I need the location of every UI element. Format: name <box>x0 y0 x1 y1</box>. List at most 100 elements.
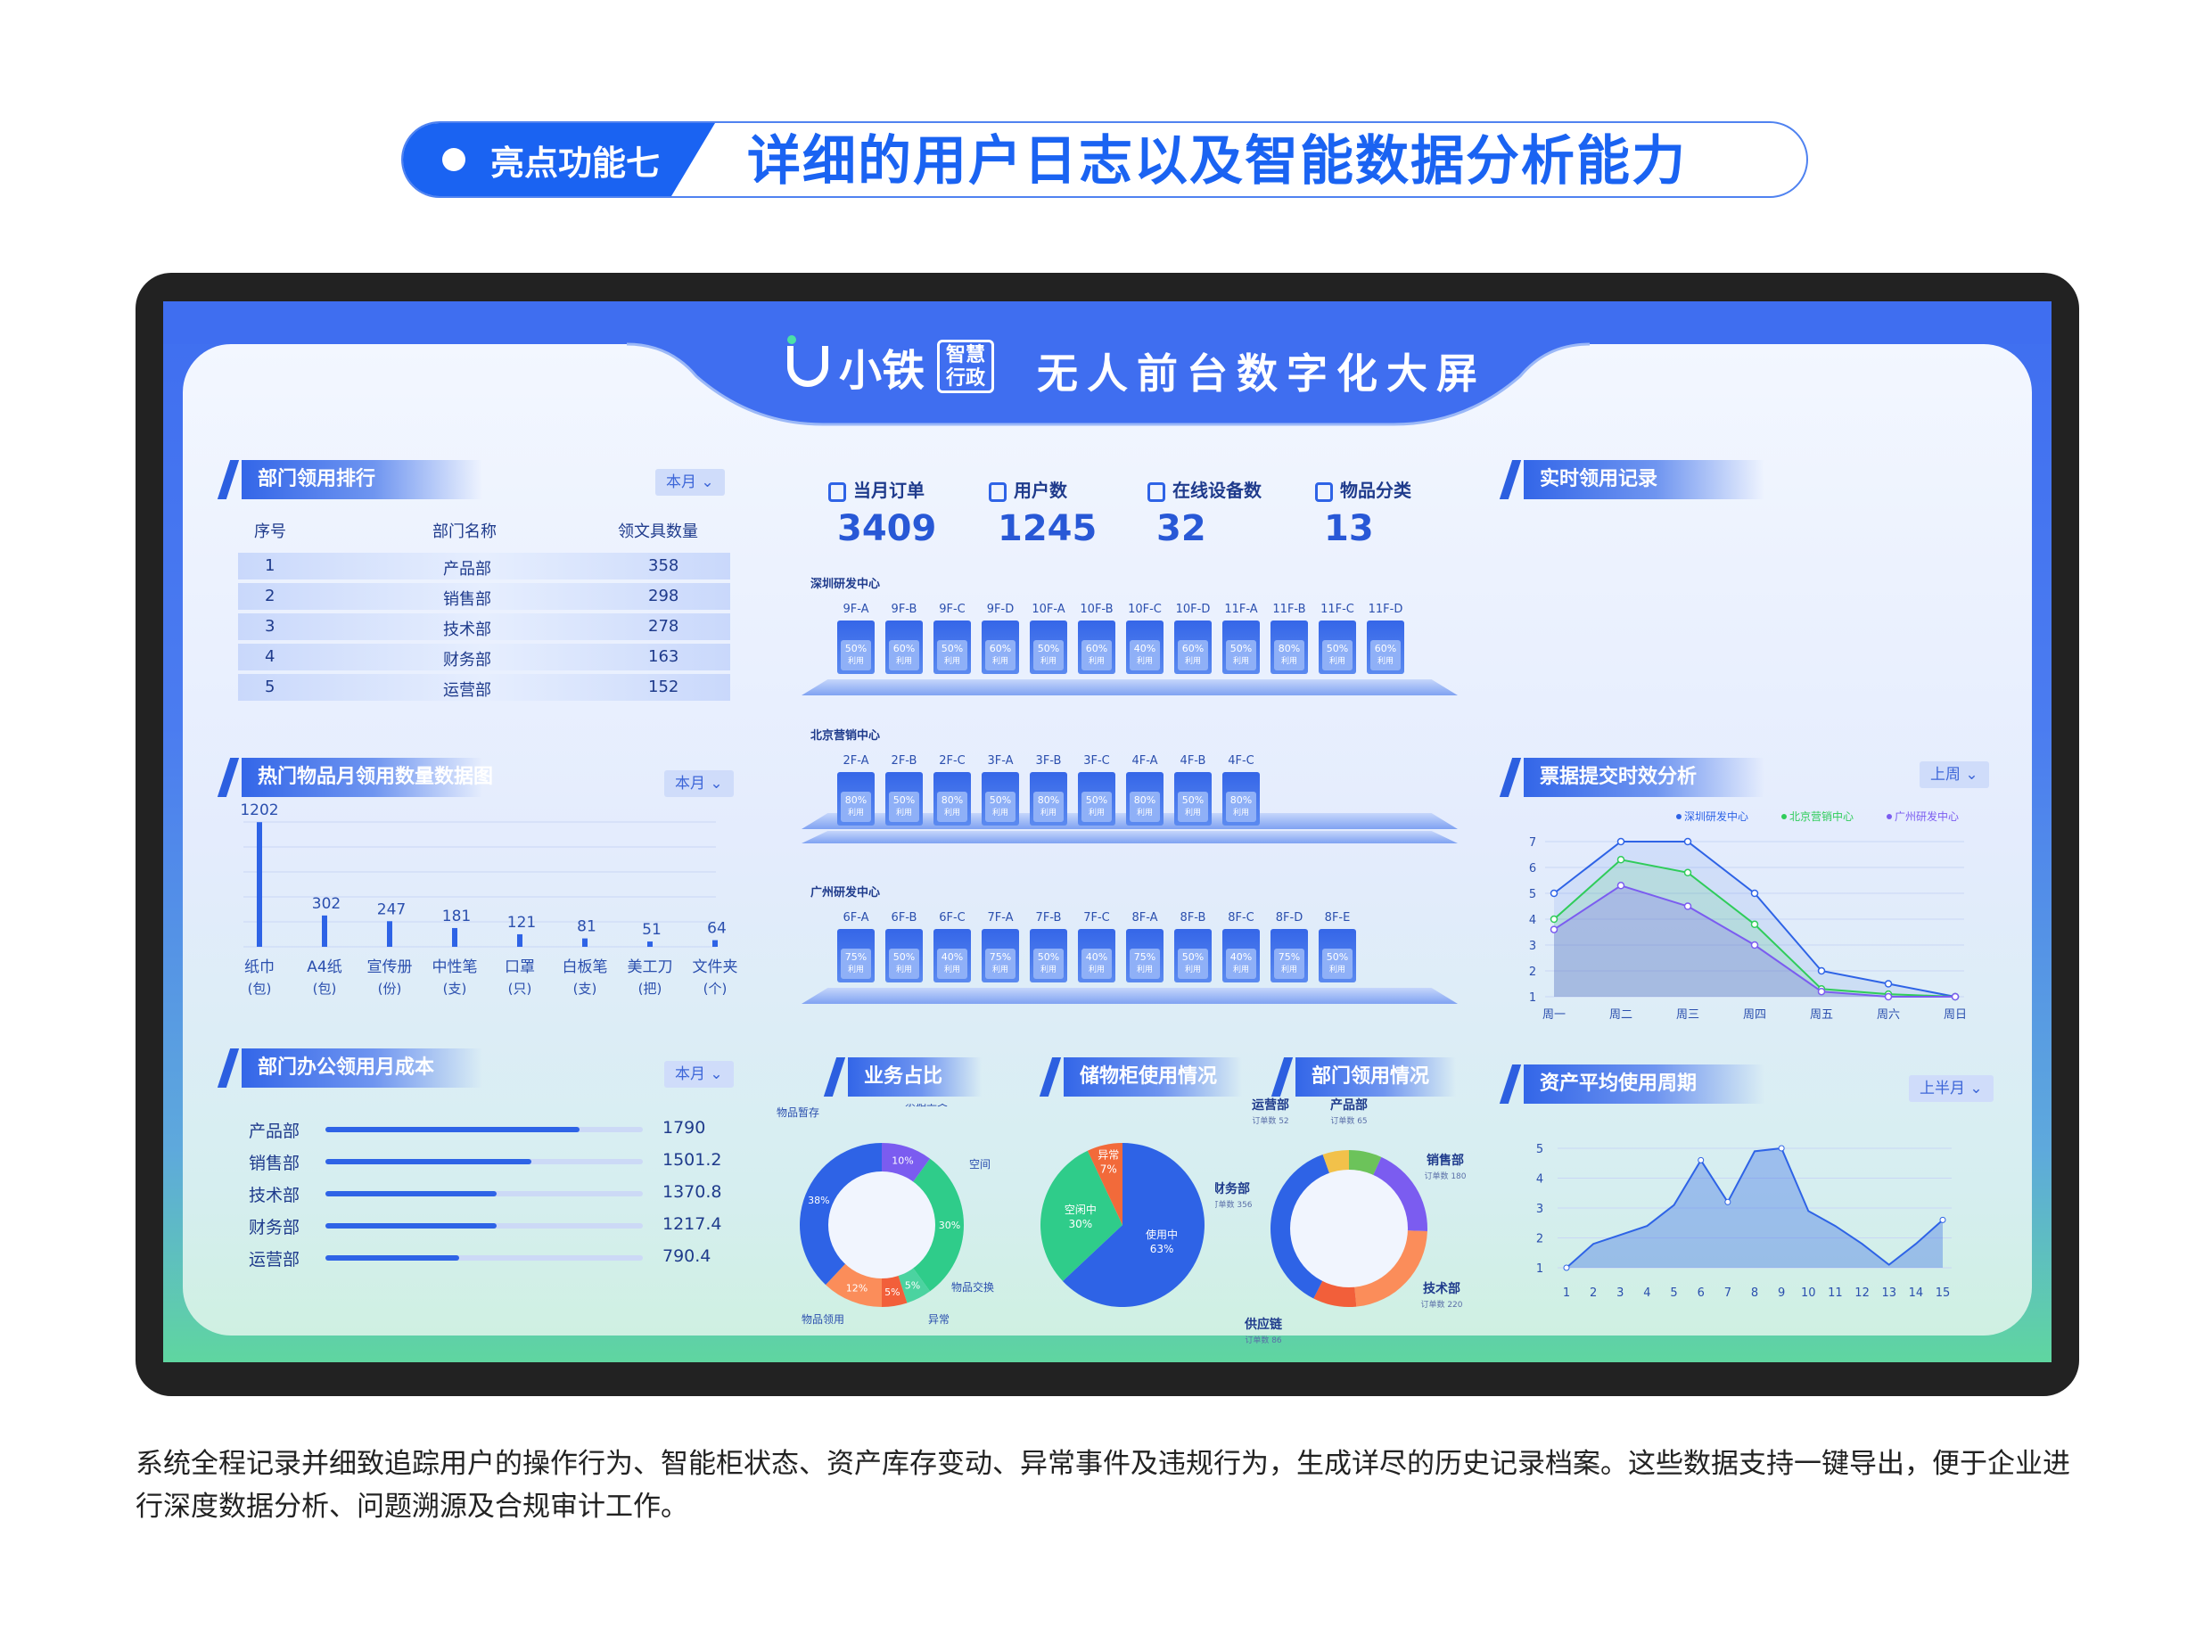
x-tick-label: 周三 <box>1676 1008 1699 1022</box>
y-tick-label: 5 <box>1529 888 1536 901</box>
cell-percent: 75% <box>989 951 1012 963</box>
cost-bar-fill <box>325 1191 497 1196</box>
x-tick-label: 12 <box>1854 1286 1870 1300</box>
hot-items-chart: 1202纸巾(包)302A4纸(包)247宣传册(份)181中性笔(支)121口… <box>240 801 737 997</box>
cell-box: 50%利用 <box>1174 929 1212 982</box>
cell-level: 40%利用 <box>1130 640 1160 670</box>
cost-value: 790.4 <box>662 1246 711 1266</box>
cell-id: 9F-D <box>986 603 1015 616</box>
bar-value-label: 247 <box>377 900 406 918</box>
cell-word: 利用 <box>1136 657 1153 666</box>
x-tick-label: 3 <box>1616 1286 1624 1300</box>
cell-word: 利用 <box>847 966 864 974</box>
data-point <box>1550 889 1558 898</box>
ticket-section-header: 票据提交时效分析 <box>1499 758 1764 797</box>
data-point <box>1683 837 1692 846</box>
cell-level: 50%利用 <box>1033 640 1064 670</box>
cell-word: 利用 <box>1184 809 1201 818</box>
hot-filter-dropdown[interactable]: 本月 ⌄ <box>664 770 734 797</box>
cell-level: 50%利用 <box>1178 949 1208 979</box>
cell-percent: 80% <box>1037 794 1060 806</box>
cost-dept: 运营部 <box>249 1250 300 1270</box>
cost-value: 1501.2 <box>662 1150 722 1170</box>
storage-cell[interactable]: 10F-D 60%利用 <box>1172 603 1213 674</box>
x-tick-label: 中性笔 <box>432 958 478 976</box>
cell-percent: 80% <box>941 794 964 806</box>
cell-id: 9F-C <box>939 603 966 616</box>
cell-id: 7F-B <box>1035 911 1062 925</box>
cell-box: 50%利用 <box>885 929 923 982</box>
cost-bar-track <box>325 1127 643 1132</box>
asset-section-header: 资产平均使用周期 <box>1499 1064 1764 1104</box>
cell-percent: 60% <box>989 643 1012 654</box>
cell-box: 50%利用 <box>1319 621 1356 674</box>
cell-level: 75%利用 <box>1274 949 1304 979</box>
cell-box: 75%利用 <box>982 929 1019 982</box>
stat-label: 用户数 <box>989 476 1067 502</box>
rank-filter-dropdown[interactable]: 本月 ⌄ <box>655 469 725 496</box>
slice-name-label: 使用中 <box>1146 1228 1178 1241</box>
rank-dept: 财务部 <box>443 651 491 670</box>
series-area <box>1554 842 1955 997</box>
cell-box: 40%利用 <box>1222 929 1260 982</box>
rank-index: 5 <box>265 678 275 696</box>
x-unit-label: (支) <box>443 981 467 997</box>
ticket-filter-dropdown[interactable]: 上周 ⌄ <box>1920 761 1989 788</box>
rank-index: 4 <box>265 647 275 666</box>
asset-filter-dropdown[interactable]: 上半月 ⌄ <box>1909 1075 1994 1102</box>
cell-box: 50%利用 <box>1030 621 1067 674</box>
data-point <box>1939 1216 1946 1223</box>
cell-id: 3F-C <box>1083 754 1110 768</box>
data-point <box>1817 966 1826 975</box>
screen-title: 无人前台数字化大屏 <box>1037 349 1486 398</box>
cell-id: 10F-D <box>1175 603 1211 616</box>
bar <box>452 927 457 947</box>
x-tick-label: 白板笔 <box>563 958 608 976</box>
cell-box: 80%利用 <box>933 772 971 826</box>
deptuse-section-header: 部门领用情况 <box>1270 1057 1456 1097</box>
cost-filter-dropdown[interactable]: 本月 ⌄ <box>664 1061 734 1088</box>
bar <box>582 938 588 947</box>
cell-level: 60%利用 <box>1178 640 1208 670</box>
rank-col-dept: 部门名称 <box>432 522 497 541</box>
data-point <box>1951 992 1960 1001</box>
cell-percent: 50% <box>1181 951 1205 963</box>
x-tick-label: A4纸 <box>307 958 341 976</box>
slice-pct-label: 10% <box>892 1155 913 1167</box>
cell-id: 11F-B <box>1272 603 1306 616</box>
